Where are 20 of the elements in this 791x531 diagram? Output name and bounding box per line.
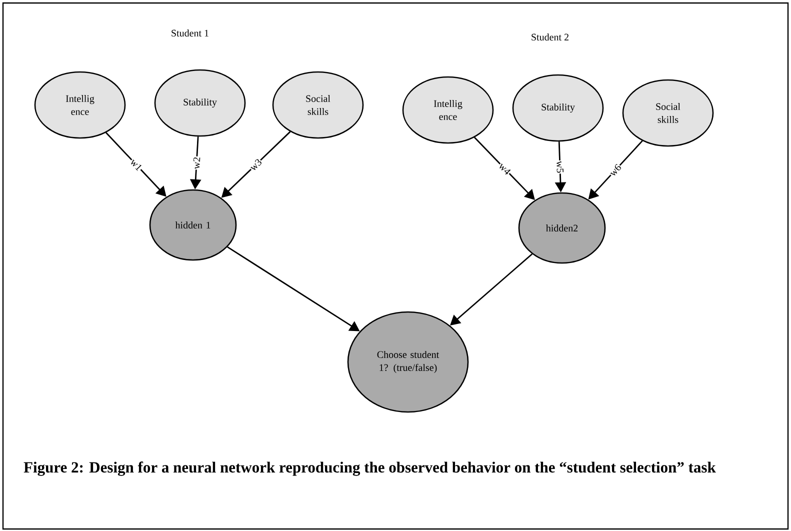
edge-label: w4 — [497, 161, 512, 176]
arrow — [474, 136, 535, 200]
ellipse-node: Intellig ence — [34, 71, 126, 139]
edge-label: w6 — [608, 162, 623, 178]
group-label: Student 2 — [532, 33, 568, 40]
edge-label: w3 — [248, 157, 264, 172]
ellipse-node: Stability — [154, 69, 246, 137]
ellipse-node: Intellig ence — [402, 76, 494, 144]
edge-label: w2 — [192, 156, 201, 170]
edge-label: w1 — [128, 157, 144, 172]
ellipse-node: hidden2 — [518, 192, 606, 264]
ellipse-node: Social skills — [272, 71, 364, 139]
ellipse-node: Choose student 1? (true/false) — [347, 311, 469, 413]
ellipse-node: hidden 1 — [149, 189, 237, 261]
ellipse-node: Stability — [512, 74, 604, 142]
edge-label: w5 — [556, 160, 564, 174]
group-label: Student 1 — [172, 29, 208, 36]
caption: Figure 2: Design for a neural network reproducing the observed behavior on the “student selection” task — [24, 462, 716, 476]
arrow — [450, 253, 533, 326]
ellipse-node: Social skills — [622, 79, 714, 147]
